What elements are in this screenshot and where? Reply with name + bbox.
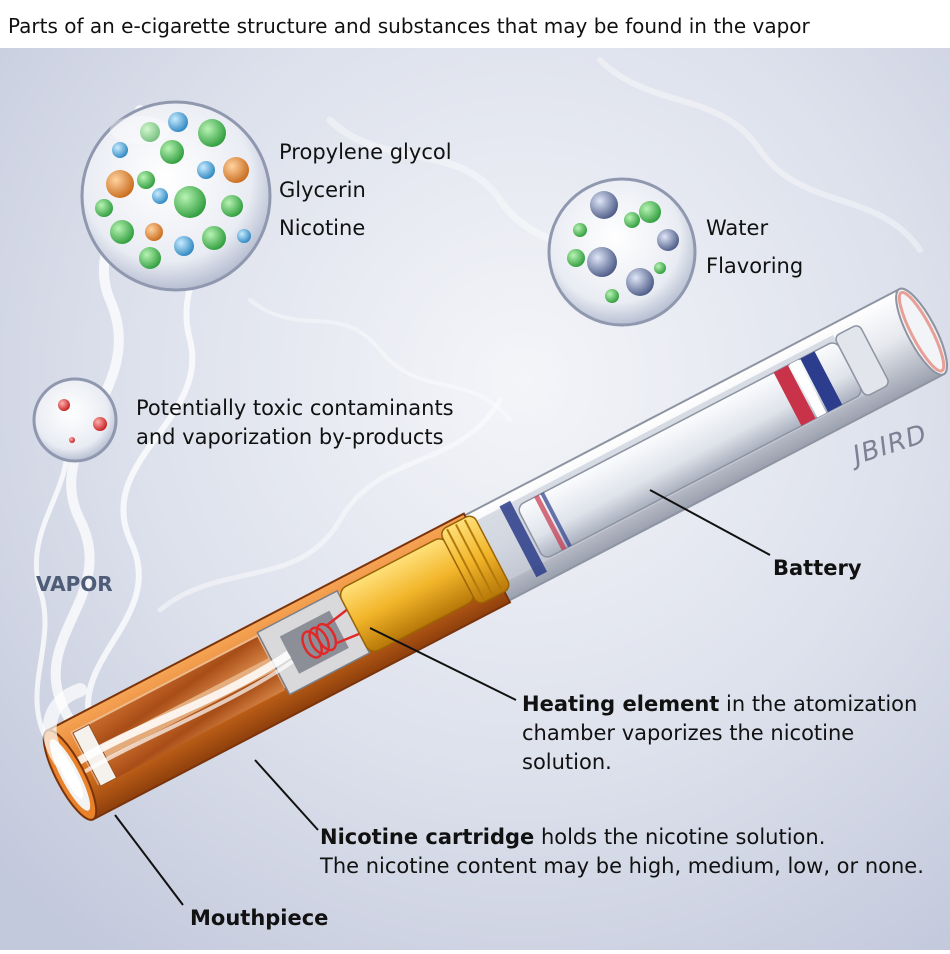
secondary-substances-list: Water Flavoring — [706, 209, 803, 285]
battery-label: Battery — [773, 556, 862, 580]
substance-label: Nicotine — [279, 216, 366, 240]
leader-lines — [114, 489, 771, 906]
substance-label: Glycerin — [279, 178, 366, 202]
molecule-bubble-primary — [80, 100, 272, 292]
battery-leader — [649, 489, 771, 556]
substance-label: Propylene glycol — [279, 140, 452, 164]
heating-coil — [301, 622, 338, 659]
mouthpiece-label: Mouthpiece — [190, 906, 329, 930]
vapor-label: VAPOR — [36, 572, 113, 596]
substance-label: Flavoring — [706, 254, 804, 278]
contaminants-label: Potentially toxic contaminants and vapor… — [136, 396, 454, 449]
nicotine-solution-lower — [106, 670, 286, 778]
nicotine-cartridge-callout: Nicotine cartridge holds the nicotine so… — [320, 825, 924, 878]
heating-element-term: Heating element — [522, 692, 720, 716]
heating-leader — [369, 627, 517, 701]
substance-label: Water — [706, 216, 769, 240]
e-cigarette — [42, 287, 948, 821]
primary-substances-list: Propylene glycol Glycerin Nicotine — [279, 133, 452, 247]
molecule-bubble-secondary — [547, 177, 697, 327]
contaminant-bubble — [32, 377, 118, 463]
nicotine-cartridge-term: Nicotine cartridge — [320, 825, 535, 849]
title-band — [0, 0, 950, 48]
nicotine-solution-upper — [88, 636, 269, 746]
heating-element-callout: Heating element in the atomization chamb… — [522, 692, 918, 774]
figure-title: Parts of an e-cigarette structure and su… — [8, 14, 810, 38]
cartridge-leader — [254, 759, 319, 831]
mouthpiece-leader — [114, 814, 184, 906]
